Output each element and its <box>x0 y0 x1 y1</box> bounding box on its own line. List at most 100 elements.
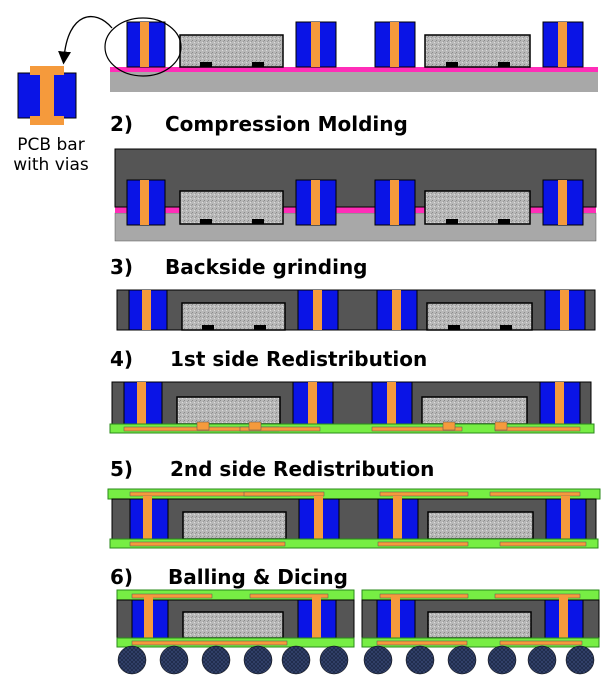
rdl-via <box>494 421 508 431</box>
redistribution-trace <box>379 593 469 599</box>
redistribution-trace <box>131 640 288 646</box>
die <box>179 190 284 225</box>
die-pad <box>446 62 458 67</box>
solder-ball <box>405 645 435 675</box>
pcb-bar <box>126 179 166 226</box>
legend-line-2: with vias <box>13 155 89 175</box>
die-pad <box>252 219 264 224</box>
solder-ball <box>117 645 147 675</box>
step-number: 5) <box>110 457 133 481</box>
redistribution-trace <box>243 491 325 497</box>
pcb-bar <box>128 289 168 331</box>
step-title: 1st side Redistribution <box>170 347 427 371</box>
step-2-compression-molding: 2) Compression Molding <box>110 112 597 242</box>
pcb-bar <box>374 21 416 68</box>
pcb-bar <box>376 597 416 641</box>
bottom-redistribution-layer <box>109 538 599 549</box>
solder-ball <box>319 645 349 675</box>
redistribution-trace <box>494 593 581 599</box>
redistribution-trace <box>379 491 469 497</box>
redistribution-trace <box>499 541 587 547</box>
solder-ball <box>487 645 517 675</box>
die-pad <box>448 325 460 330</box>
step-number: 2) <box>110 112 133 136</box>
pcb-bar <box>371 381 413 425</box>
die <box>421 396 528 425</box>
pcb-bar <box>292 381 334 425</box>
die <box>182 611 284 639</box>
pcb-bar <box>374 179 416 226</box>
solder-ball <box>363 645 393 675</box>
pcb-bar <box>377 496 419 541</box>
die-pad <box>200 62 212 67</box>
pcb-bar <box>544 597 584 641</box>
solder-ball <box>281 645 311 675</box>
die <box>181 302 286 331</box>
redistribution-trace <box>499 640 583 646</box>
redistribution-trace <box>377 541 469 547</box>
die <box>424 190 531 225</box>
pcb-bar <box>545 496 587 541</box>
pcb-bar <box>298 496 340 541</box>
rdl-via <box>248 421 262 431</box>
pcb-bar <box>542 179 584 226</box>
pcb-bar <box>123 381 163 425</box>
die <box>427 511 534 540</box>
die-pad <box>446 219 458 224</box>
pcb-bar <box>376 289 418 331</box>
rdl-via <box>196 421 210 431</box>
rdl-via <box>442 421 456 431</box>
die-pad <box>500 325 512 330</box>
step-number: 6) <box>110 565 133 589</box>
die-pad <box>202 325 214 330</box>
step-title: 2nd side Redistribution <box>170 457 434 481</box>
legend-line-1: PCB bar <box>17 135 84 155</box>
die-pad <box>254 325 266 330</box>
step-title: Balling & Dicing <box>168 565 348 589</box>
solder-ball <box>201 645 231 675</box>
die-pad <box>498 62 510 67</box>
solder-balls <box>363 645 595 675</box>
solder-balls <box>117 645 349 675</box>
pcb-bar <box>297 597 337 641</box>
step-title: Backside grinding <box>165 255 368 279</box>
step-1-placement <box>58 16 598 92</box>
diced-package-left <box>116 589 355 675</box>
die <box>427 611 532 639</box>
pcb-bar <box>131 597 169 641</box>
solder-ball <box>159 645 189 675</box>
step-6-balling-and-dicing: 6) Balling & Dicing <box>110 565 600 675</box>
die <box>424 34 531 68</box>
step-5-second-side-redistribution: 5) 2nd side Redistribution <box>107 457 601 549</box>
pcb-bar <box>126 21 166 68</box>
pcb-bar <box>542 21 584 68</box>
pcb-bar <box>539 381 581 425</box>
die <box>179 34 284 68</box>
highlight-ellipse <box>104 17 182 77</box>
redistribution-trace <box>489 491 581 497</box>
step-number: 4) <box>110 347 133 371</box>
redistribution-trace <box>494 426 581 432</box>
redistribution-trace <box>376 640 468 646</box>
step-4-first-side-redistribution: 4) 1st side Redistribution <box>109 347 595 434</box>
solder-ball <box>527 645 557 675</box>
redistribution-trace <box>131 593 213 599</box>
redistribution-trace <box>129 541 286 547</box>
redistribution-trace <box>371 426 463 432</box>
bottom-redistribution-layer <box>361 637 600 648</box>
redistribution-trace <box>249 593 329 599</box>
pcb-bar <box>295 179 337 226</box>
solder-ball <box>243 645 273 675</box>
carrier <box>110 72 598 92</box>
die <box>176 396 281 425</box>
diced-package-right <box>361 589 600 675</box>
adhesive-tape <box>110 67 598 72</box>
die-pad <box>498 219 510 224</box>
solder-ball <box>565 645 595 675</box>
die-pad <box>252 62 264 67</box>
redistribution-trace <box>239 426 321 432</box>
die <box>426 302 533 331</box>
redistribution-layer <box>109 423 595 434</box>
pcb-bar <box>297 289 339 331</box>
